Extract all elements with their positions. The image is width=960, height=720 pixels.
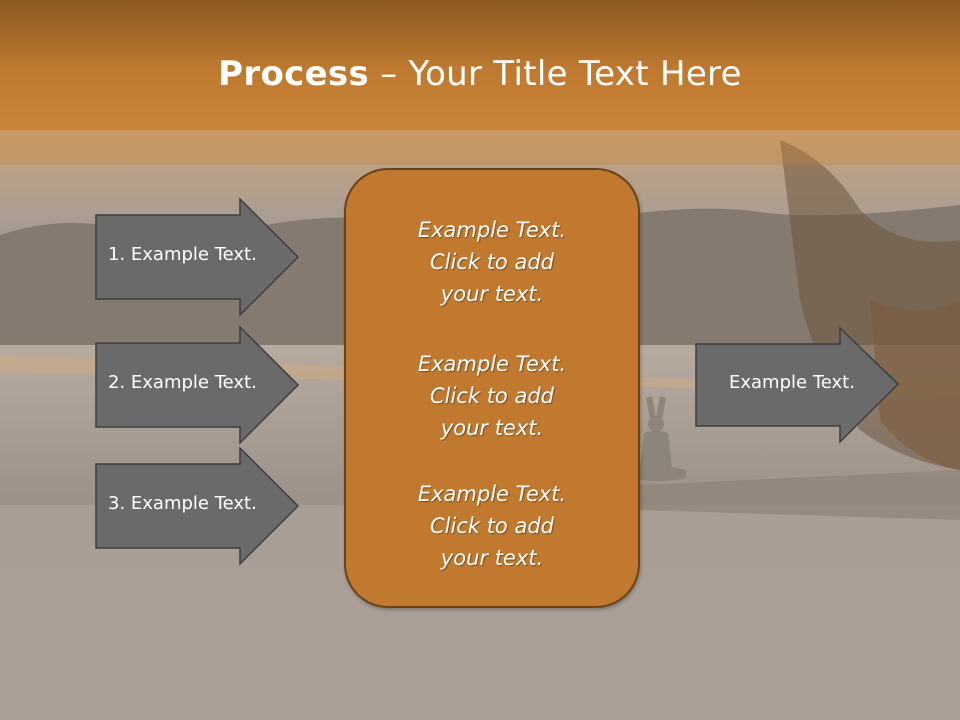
title-rest: – Your Title Text Here bbox=[369, 54, 742, 94]
slide-title: Process – Your Title Text Here bbox=[0, 52, 960, 96]
arrow-shape-2 bbox=[95, 325, 300, 445]
title-bold: Process bbox=[218, 54, 370, 94]
center-text-2: Example Text. Click to add your text. bbox=[417, 352, 567, 440]
left-arrow-label-1: 1. Example Text. bbox=[108, 244, 257, 265]
center-text-3: Example Text. Click to add your text. bbox=[417, 482, 567, 570]
arrow-shape-1 bbox=[95, 197, 300, 317]
center-content-box: Example Text. Click to add your text. Ex… bbox=[344, 168, 640, 608]
left-arrow-label-3: 3. Example Text. bbox=[108, 493, 257, 514]
right-arrow-label: Example Text. bbox=[729, 372, 855, 393]
arrow-shape-3 bbox=[95, 446, 300, 566]
left-arrow-label-2: 2. Example Text. bbox=[108, 372, 257, 393]
center-text-1: Example Text. Click to add your text. bbox=[417, 218, 567, 306]
arrow-shape-right bbox=[695, 326, 900, 444]
